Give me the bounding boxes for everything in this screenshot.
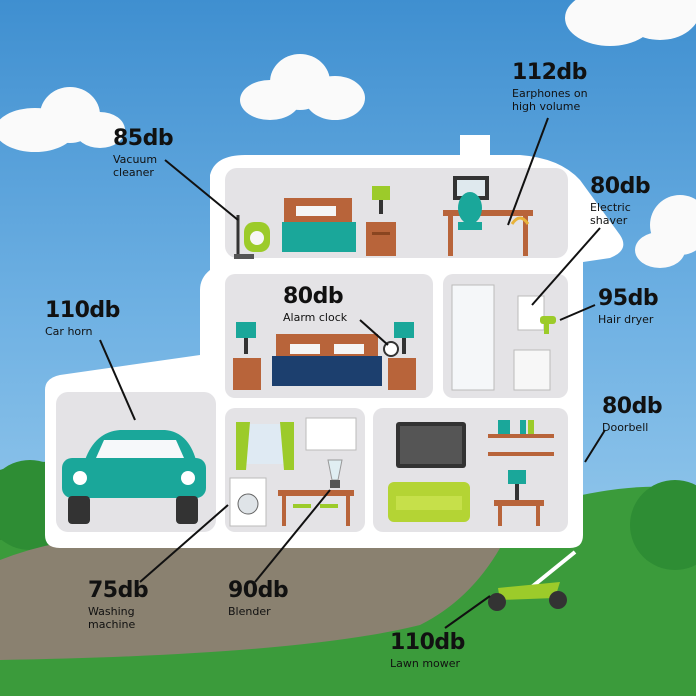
lamp-icon — [494, 470, 544, 526]
lamp-icon — [388, 322, 416, 390]
earphones-label: 112db Earphones on high volume — [512, 60, 588, 114]
tv-icon — [396, 422, 466, 468]
noise-source: Car horn — [45, 325, 93, 338]
noise-level: 95db — [598, 286, 659, 311]
noise-level: 110db — [390, 630, 465, 655]
noise-level: 112db — [512, 60, 587, 85]
bush — [630, 480, 696, 570]
lawn-mower-label: 110db Lawn mower — [390, 630, 465, 671]
noise-source: Doorbell — [602, 421, 649, 434]
shower-icon — [451, 284, 495, 391]
sink-icon — [513, 295, 551, 391]
bed-icon — [272, 334, 382, 386]
lamp-icon — [366, 186, 396, 256]
noise-source: Alarm clock — [283, 311, 348, 324]
noise-level: 80db — [590, 174, 651, 199]
noise-level: 75db — [88, 578, 149, 603]
bed-icon — [282, 198, 356, 252]
noise-source: Lawn mower — [390, 657, 461, 670]
vacuum-cleaner-label: 85db Vacuum cleaner — [113, 126, 174, 180]
electric-shaver-label: 80db Electric shaver — [590, 174, 651, 228]
car-icon — [62, 430, 206, 524]
cloud-icon — [0, 87, 125, 152]
desk-icon — [443, 176, 533, 256]
noise-source: Electric shaver — [590, 201, 631, 227]
window-icon — [236, 422, 294, 470]
noise-source: Hair dryer — [598, 313, 654, 326]
blender-label: 90db Blender — [228, 578, 289, 619]
noise-source: Earphones on high volume — [512, 87, 588, 113]
cloud-icon — [240, 54, 365, 120]
doorbell-label: 80db Doorbell — [602, 394, 663, 435]
washing-machine-icon — [229, 477, 267, 527]
cabinet-icon — [305, 417, 357, 451]
noise-level: 80db — [283, 284, 344, 309]
path — [0, 535, 500, 660]
hair-dryer-icon — [540, 316, 556, 334]
car-horn-label: 110db Car horn — [45, 298, 120, 339]
vacuum-cleaner-icon — [234, 215, 270, 259]
alarm-clock-label: 80db Alarm clock — [283, 284, 348, 325]
lawn-mower-icon — [488, 550, 577, 611]
lamp-icon — [233, 322, 261, 390]
hair-dryer-label: 95db Hair dryer — [598, 286, 659, 327]
sofa-icon — [388, 482, 470, 522]
table-icon — [278, 490, 354, 526]
noise-source: Washing machine — [88, 605, 136, 631]
cloud-icon — [565, 0, 696, 46]
blender-icon — [327, 459, 343, 488]
noise-level: 85db — [113, 126, 174, 151]
washing-machine-label: 75db Washing machine — [88, 578, 149, 632]
noise-level: 110db — [45, 298, 120, 323]
noise-level: 90db — [228, 578, 289, 603]
noise-source: Blender — [228, 605, 271, 618]
cloud-icon — [635, 195, 696, 268]
noise-source: Vacuum cleaner — [113, 153, 158, 179]
callout-lines — [99, 117, 606, 629]
shelf-icon — [488, 420, 554, 456]
noise-level: 80db — [602, 394, 663, 419]
